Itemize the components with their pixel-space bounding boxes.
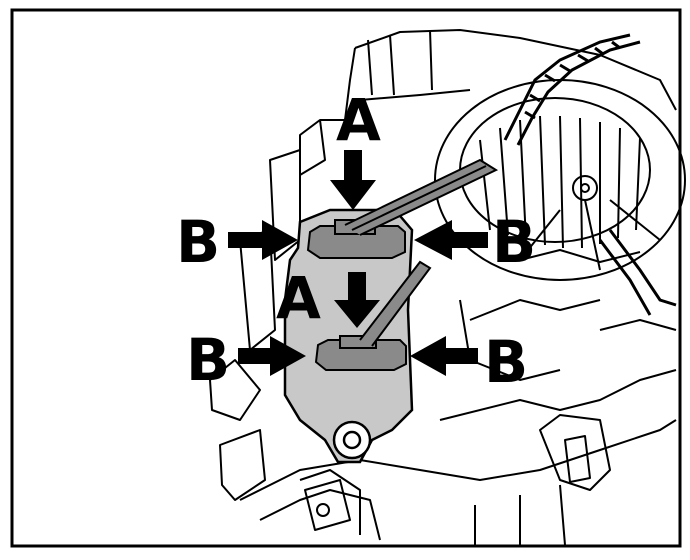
callout-lower-right-b: B xyxy=(484,328,528,396)
callout-upper-left-b: B xyxy=(176,208,220,276)
arrow-upper-left-b xyxy=(228,220,298,260)
arrows xyxy=(228,150,488,376)
lower-connector xyxy=(314,260,432,371)
callout-upper-right-b: B xyxy=(492,208,536,276)
callout-lower-a: A xyxy=(276,264,321,332)
resistor-mount-bolt xyxy=(332,420,372,460)
upper-connector xyxy=(306,158,499,259)
arrow-lower-left-b xyxy=(238,336,306,376)
callout-upper-a: A xyxy=(336,86,381,154)
callout-lower-left-b: B xyxy=(186,326,230,394)
arrow-lower-right-b xyxy=(410,336,478,376)
arrow-upper-right-b xyxy=(414,220,488,260)
arrow-upper-a xyxy=(330,150,376,210)
arrow-lower-a xyxy=(334,272,380,328)
wiring-harness xyxy=(503,33,677,316)
